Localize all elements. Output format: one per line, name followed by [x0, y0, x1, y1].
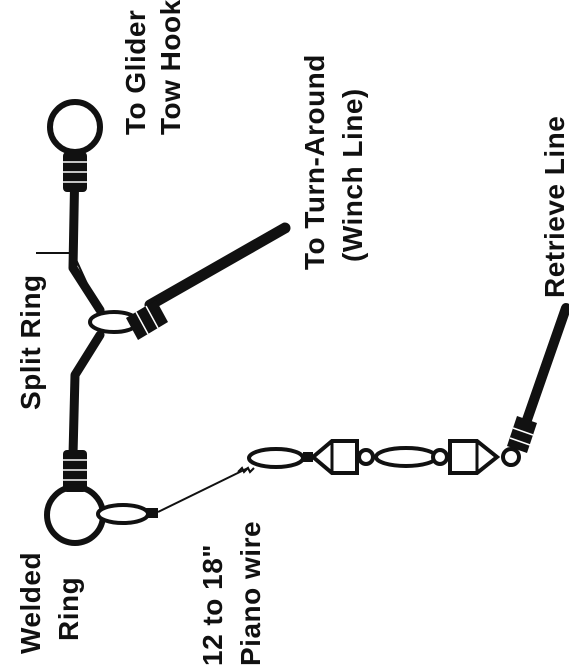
label-turnaround-line1: To Turn-Around [299, 54, 330, 270]
glider-ring [47, 99, 103, 155]
winch-line [144, 222, 291, 311]
swivel-eye-2 [431, 448, 449, 466]
glider-line [68, 155, 105, 315]
winch-line-wrap [126, 300, 168, 340]
lower-line-wrap [62, 450, 88, 492]
swivel-bead-1 [303, 452, 313, 462]
swivel-eye-1 [357, 448, 375, 466]
retrieve-line [515, 303, 569, 445]
label-welded-line2: Ring [53, 577, 84, 641]
split-ring-pointer [36, 252, 101, 313]
swivel-barrel-1 [309, 439, 359, 475]
welded-ring-link [96, 503, 150, 525]
link-crimp [146, 508, 158, 518]
welded-ring [44, 484, 106, 546]
label-turnaround-line2: (Winch Line) [337, 88, 368, 262]
label-piano-line2: Piano wire [235, 521, 266, 666]
label-split-ring: Split Ring [15, 274, 46, 410]
label-welded-line1: Welded [15, 552, 46, 654]
label-glider-line1: To Glider [120, 10, 151, 135]
piano-wire [157, 467, 249, 513]
label-piano-line1: 12 to 18" [197, 544, 228, 666]
glider-line-wrap [62, 152, 88, 192]
swivel-barrel-2 [448, 439, 501, 475]
swivel-end-ring [501, 447, 521, 467]
label-retrieve: Retrieve Line [539, 116, 569, 298]
label-glider-line2: Tow Hook [155, 0, 186, 135]
swivel-link-1 [247, 447, 305, 469]
retrieve-line-wrap [507, 416, 537, 453]
lower-line [68, 330, 105, 460]
piano-wire-coil [237, 466, 255, 474]
swivel-link-2 [374, 446, 438, 468]
